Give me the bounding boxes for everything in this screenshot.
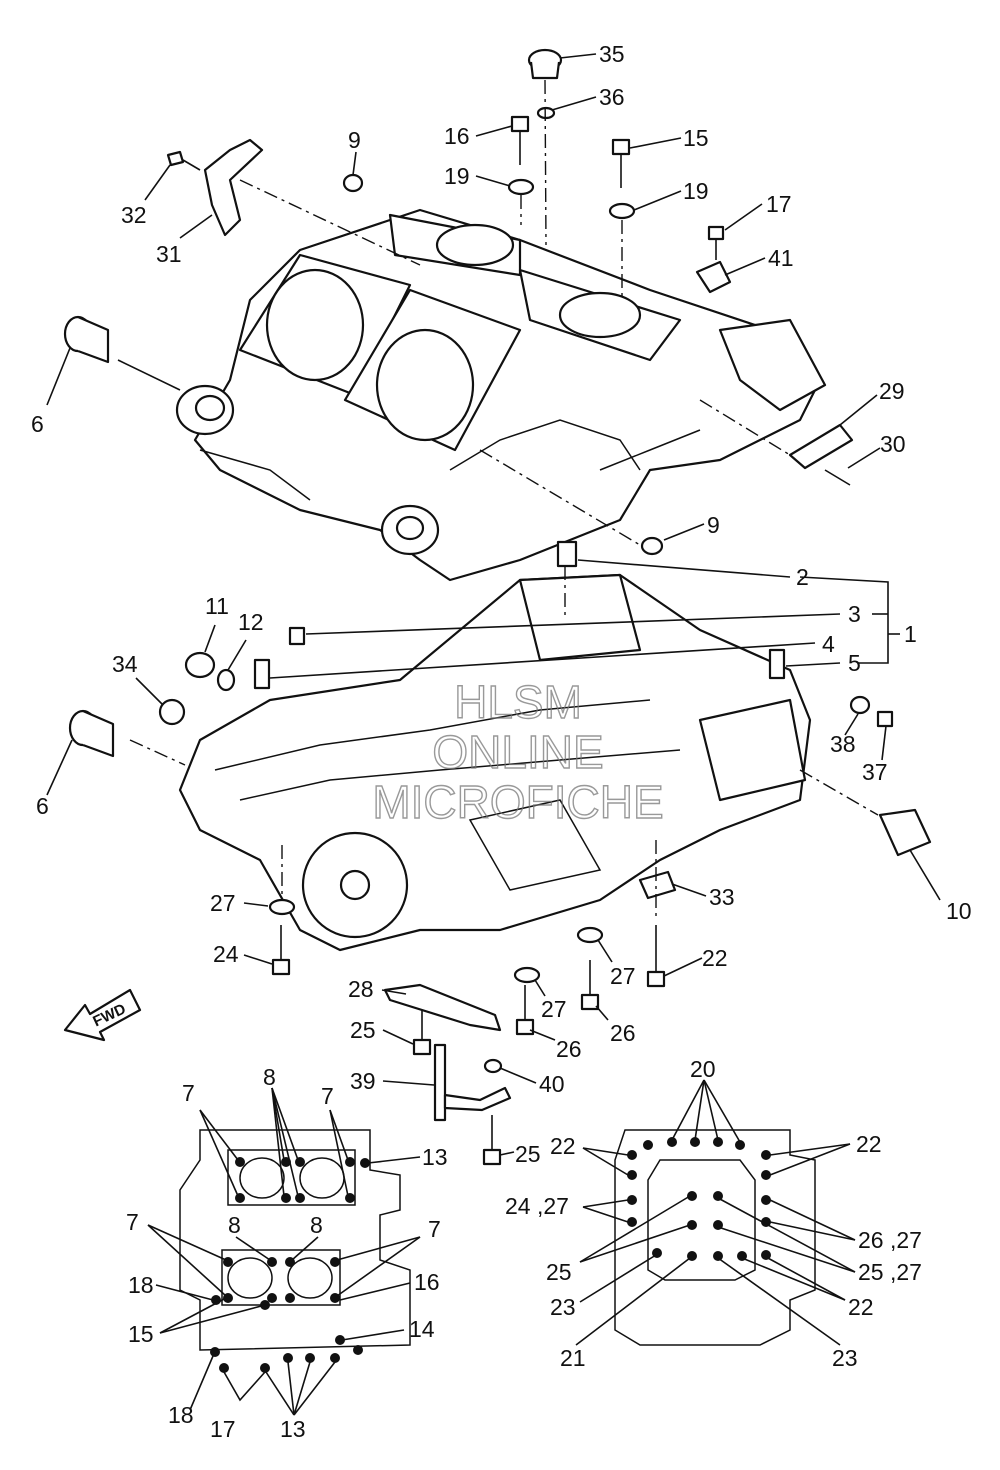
callout-label: 24 ,27 <box>505 1193 569 1219</box>
callout-label: 38 <box>830 731 856 757</box>
callout-label: 20 <box>690 1056 716 1082</box>
callout-label: 15 <box>683 125 709 151</box>
callout-label: 9 <box>707 512 720 538</box>
callout-label: 4 <box>822 631 835 657</box>
callout-label: 16 <box>444 123 470 149</box>
callout-label: 3 <box>848 601 861 627</box>
callout-label: 25 <box>515 1141 541 1167</box>
bolt-pattern-left <box>179 1129 411 1373</box>
callout-label: 26 <box>610 1020 636 1046</box>
callout-label: 7 <box>321 1083 334 1109</box>
fwd-arrow: FWD <box>63 988 142 1042</box>
callout-label: 12 <box>238 609 264 635</box>
callout-label: 22 <box>550 1133 576 1159</box>
callout-label: 24 <box>213 941 239 967</box>
callout-label: 8 <box>228 1212 241 1238</box>
bolt-pattern-right <box>614 1129 816 1346</box>
callout-label: 16 <box>414 1269 440 1295</box>
callout-label: 8 <box>310 1212 323 1238</box>
watermark: HLSM ONLINE MICROFICHE <box>372 675 665 828</box>
watermark-line-3: MICROFICHE <box>372 776 663 828</box>
callout-label: 27 <box>610 963 636 989</box>
callout-label: 30 <box>880 431 906 457</box>
callout-label: 32 <box>121 202 147 228</box>
callout-label: 7 <box>428 1216 441 1242</box>
callout-label: 1 <box>904 621 917 647</box>
callout-label: 15 <box>128 1321 154 1347</box>
callout-label: 11 <box>205 593 229 619</box>
callout-label: 27 <box>210 890 236 916</box>
callout-label: 27 <box>541 996 567 1022</box>
callout-label: 13 <box>422 1144 448 1170</box>
callout-label: 6 <box>31 411 44 437</box>
callout-label: 13 <box>280 1416 306 1442</box>
callout-label: 25 <box>546 1259 572 1285</box>
callout-label: 35 <box>599 41 625 67</box>
callout-label: 21 <box>560 1345 586 1371</box>
callout-label: 22 <box>856 1131 882 1157</box>
callout-label: 6 <box>36 793 49 819</box>
watermark-line-2: ONLINE <box>432 726 603 778</box>
small-parts <box>63 48 932 1166</box>
callout-label: 18 <box>128 1272 154 1298</box>
callout-label: 22 <box>702 945 728 971</box>
assembly-lines <box>129 79 879 920</box>
callout-label: 5 <box>848 650 861 676</box>
callout-label: 2 <box>796 564 809 590</box>
callout-label: 36 <box>599 84 625 110</box>
callout-label: 23 <box>550 1294 576 1320</box>
callout-label: 26 <box>556 1036 582 1062</box>
callout-label: 25 <box>350 1017 376 1043</box>
callout-label: 8 <box>263 1064 276 1090</box>
callout-label: 41 <box>768 245 794 271</box>
callout-label: 26 ,27 <box>858 1227 922 1253</box>
callout-label: 28 <box>348 976 374 1002</box>
callout-label: 10 <box>946 898 972 924</box>
callout-labels: 35 36 16 15 9 19 19 17 41 32 31 6 29 30 … <box>31 41 972 1442</box>
callout-label: 33 <box>709 884 735 910</box>
watermark-line-1: HLSM <box>454 676 582 728</box>
callout-label: 31 <box>156 241 182 267</box>
callout-label: 14 <box>409 1316 435 1342</box>
callout-label: 17 <box>210 1416 236 1442</box>
callout-label: 37 <box>862 759 888 785</box>
callout-label: 7 <box>182 1080 195 1106</box>
callout-label: 22 <box>848 1294 874 1320</box>
callout-label: 19 <box>444 163 470 189</box>
callout-label: 39 <box>350 1068 376 1094</box>
callout-label: 19 <box>683 178 709 204</box>
callout-label: 40 <box>539 1071 565 1097</box>
callout-label: 25 ,27 <box>858 1259 922 1285</box>
callout-label: 7 <box>126 1209 139 1235</box>
callout-label: 17 <box>766 191 792 217</box>
callout-label: 9 <box>348 127 361 153</box>
leader-lines <box>46 53 941 1416</box>
callout-label: 34 <box>112 651 138 677</box>
lower-crankcase <box>178 573 812 952</box>
callout-label: 23 <box>832 1345 858 1371</box>
upper-crankcase <box>175 208 827 582</box>
callout-label: 29 <box>879 378 905 404</box>
callout-label: 18 <box>168 1402 194 1428</box>
